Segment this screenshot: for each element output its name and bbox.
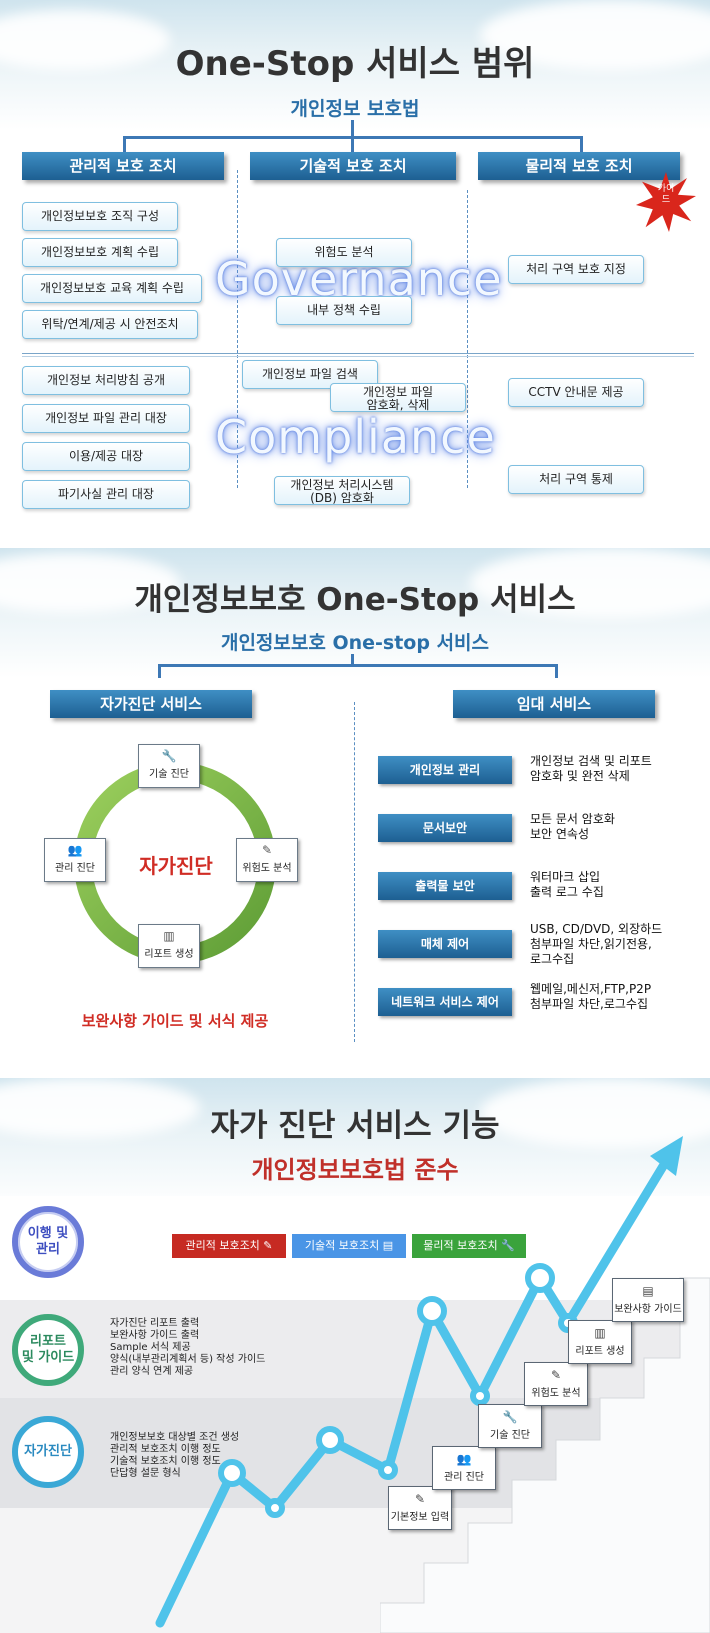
pill-tech-protection[interactable]: 기술적 보호조치 ▤ bbox=[292, 1234, 406, 1258]
admin-gov-item: 개인정보보호 조직 구성 bbox=[22, 202, 178, 231]
section-service-scope: One-Stop 서비스 범위 개인정보 보호법 관리적 보호 조치 기술적 보… bbox=[0, 0, 710, 530]
service-desc: 개인정보 검색 및 리포트 암호화 및 완전 삭제 bbox=[530, 754, 652, 783]
step-guide[interactable]: ▤ 보완사항 가이드 bbox=[612, 1278, 684, 1322]
page-title: 자가 진단 서비스 기능 bbox=[210, 1108, 500, 1144]
service-network-control[interactable]: 네트워크 서비스 제어 bbox=[378, 988, 512, 1016]
tech-comp-item: 개인정보 파일 암호화, 삭제 bbox=[330, 383, 466, 412]
compliance-watermark: Compliance bbox=[215, 410, 496, 464]
step-report[interactable]: ▥ 리포트 생성 bbox=[568, 1320, 632, 1364]
guide-note: 보완사항 가이드 및 서식 제공 bbox=[81, 1012, 269, 1030]
service-privacy-management[interactable]: 개인정보 관리 bbox=[378, 756, 512, 784]
phys-gov-item: 처리 구역 보호 지정 bbox=[508, 255, 644, 284]
service-document-security[interactable]: 문서보안 bbox=[378, 814, 512, 842]
law-compliance-title: 개인정보보호법 준수 bbox=[251, 1156, 459, 1184]
service-desc: 웹메일,메신저,FTP,P2P 첨부파일 차단,로그수집 bbox=[530, 982, 652, 1011]
service-desc: 모든 문서 암호화 보안 연속성 bbox=[530, 812, 615, 841]
edit-icon: ✎ bbox=[261, 843, 273, 857]
service-media-control[interactable]: 매체 제어 bbox=[378, 930, 512, 958]
page-title: One-Stop 서비스 범위 bbox=[175, 44, 535, 84]
law-title: 개인정보 보호법 bbox=[290, 98, 420, 120]
bar-chart-icon: ▥ bbox=[594, 1326, 606, 1340]
edit-icon: ✎ bbox=[550, 1368, 562, 1382]
admin-comp-item: 이용/제공 대장 bbox=[22, 442, 190, 471]
service-subtitle: 개인정보보호 One-stop 서비스 bbox=[220, 632, 490, 654]
report-guide-list: 자가진단 리포트 출력 보완사항 가이드 출력 Sample 서식 제공 양식(… bbox=[110, 1318, 266, 1377]
phys-comp-item: CCTV 안내문 제공 bbox=[508, 378, 644, 407]
step-risk-analysis[interactable]: ✎ 위험도 분석 bbox=[524, 1362, 588, 1406]
header-rental: 임대 서비스 bbox=[453, 690, 655, 718]
node-tech-diagnosis: 🔧 기술 진단 bbox=[138, 744, 200, 788]
admin-comp-item: 개인정보 처리방침 공개 bbox=[22, 366, 190, 395]
node-report: ▥ 리포트 생성 bbox=[138, 924, 200, 968]
node-risk-analysis: ✎ 위험도 분석 bbox=[236, 838, 298, 882]
admin-comp-item: 파기사실 관리 대장 bbox=[22, 480, 190, 509]
admin-comp-item: 개인정보 파일 관리 대장 bbox=[22, 404, 190, 433]
guide-badge: 가이드 bbox=[657, 184, 675, 205]
growth-line-chart bbox=[155, 1136, 683, 1628]
users-icon: 👥 bbox=[456, 1452, 472, 1466]
self-diagnosis-list: 개인정보보호 대상별 조건 생성 관리적 보호조치 이행 정도 기술적 보호조치… bbox=[110, 1432, 240, 1479]
pill-phys-protection[interactable]: 물리적 보호조치 🔧 bbox=[412, 1234, 526, 1258]
header-phys: 물리적 보호 조치 bbox=[478, 152, 680, 180]
header-admin: 관리적 보호 조치 bbox=[22, 152, 224, 180]
service-desc: 워터마크 삽입 출력 로그 수집 bbox=[530, 870, 604, 899]
ring-center-label: 자가진단 bbox=[139, 854, 213, 878]
page-title: 개인정보보호 One-Stop 서비스 bbox=[134, 582, 576, 618]
users-icon: 👥 bbox=[67, 843, 83, 857]
service-print-security[interactable]: 출력물 보안 bbox=[378, 872, 512, 900]
phys-comp-item: 처리 구역 통제 bbox=[508, 465, 644, 494]
admin-gov-item: 개인정보보호 계획 수립 bbox=[22, 238, 178, 267]
wrench-icon: 🔧 bbox=[161, 749, 177, 763]
label-self-diagnosis: 자가진단 bbox=[12, 1416, 84, 1488]
book-icon: ▤ bbox=[642, 1284, 654, 1298]
step-tech-diagnosis[interactable]: 🔧 기술 진단 bbox=[478, 1404, 542, 1448]
step-basic-info[interactable]: ✎ 기본정보 입력 bbox=[388, 1486, 452, 1530]
bar-chart-icon: ▥ bbox=[163, 929, 175, 943]
node-admin-diagnosis: 👥 관리 진단 bbox=[44, 838, 106, 882]
admin-gov-item: 개인정보보호 교육 계획 수립 bbox=[22, 274, 202, 303]
section-one-stop-service: 개인정보보호 One-Stop 서비스 개인정보보호 One-stop 서비스 … bbox=[0, 548, 710, 1058]
step-admin-diagnosis[interactable]: 👥 관리 진단 bbox=[432, 1446, 496, 1490]
tech-comp-item: 개인정보 처리시스템 (DB) 암호화 bbox=[274, 476, 410, 505]
pill-admin-protection[interactable]: 관리적 보호조치 ✎ bbox=[172, 1234, 286, 1258]
service-desc: USB, CD/DVD, 외장하드 첨부파일 차단,읽기전용, 로그수집 bbox=[530, 922, 663, 966]
wrench-icon: 🔧 bbox=[502, 1410, 518, 1424]
header-self-diagnosis: 자가진단 서비스 bbox=[50, 690, 252, 718]
section-divider bbox=[22, 353, 694, 354]
tech-gov-item: 내부 정책 수립 bbox=[276, 296, 412, 325]
tech-gov-item: 위험도 분석 bbox=[276, 238, 412, 267]
admin-gov-item: 위탁/연계/제공 시 안전조치 bbox=[22, 310, 198, 339]
pencil-icon: ✎ bbox=[414, 1492, 426, 1506]
header-tech: 기술적 보호 조치 bbox=[250, 152, 456, 180]
